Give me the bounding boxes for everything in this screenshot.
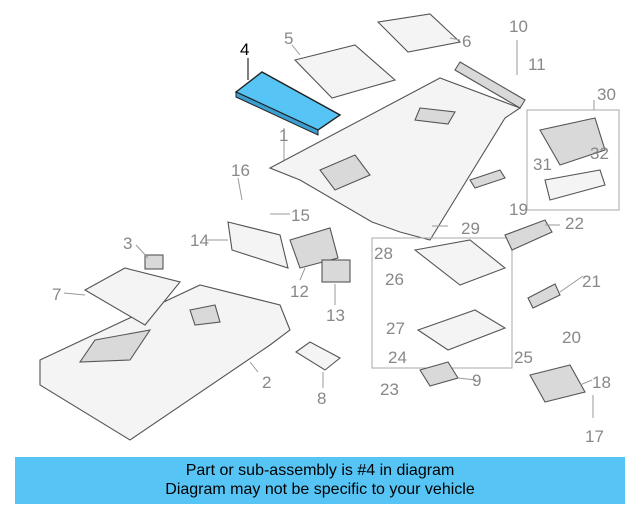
callout-22: 22	[565, 214, 584, 233]
part-13-box	[321, 259, 351, 283]
callout-1: 1	[279, 126, 288, 145]
part-31-tray	[544, 169, 606, 201]
callout-15: 15	[291, 206, 310, 225]
part-19-component	[469, 169, 506, 189]
callout-5: 5	[284, 29, 293, 48]
part-30-box	[526, 109, 620, 211]
callout-28: 28	[374, 244, 393, 263]
callout-labels: 4 5 6 10 11 1 30 31 32 16 15 19 29 22 14…	[52, 17, 616, 446]
part-22-component	[504, 219, 553, 251]
callout-19: 19	[509, 200, 528, 219]
callout-31: 31	[533, 155, 552, 174]
parts-diagram: 4 5 6 10 11 1 30 31 32 16 15 19 29 22 14…	[39, 13, 620, 446]
part-18-component	[529, 364, 586, 403]
callout-29: 29	[461, 219, 480, 238]
callout-17: 17	[585, 427, 604, 446]
callout-7: 7	[52, 285, 61, 304]
panel-part-5	[293, 44, 397, 99]
callout-23: 23	[380, 380, 399, 399]
part-9-lens	[419, 361, 459, 387]
callout-26: 26	[385, 270, 404, 289]
headliner-lower	[39, 284, 291, 441]
callout-18: 18	[592, 373, 611, 392]
callout-27: 27	[386, 319, 405, 338]
part-12-light	[289, 227, 339, 269]
part-31-component	[539, 117, 606, 166]
headliner-upper	[268, 77, 522, 241]
callout-16: 16	[231, 161, 250, 180]
callout-20: 20	[562, 328, 581, 347]
callout-21: 21	[582, 272, 601, 291]
leader-lines	[63, 37, 595, 418]
console-top	[413, 239, 507, 286]
part-21-component	[527, 283, 561, 309]
callout-9: 9	[472, 371, 481, 390]
info-banner: Part or sub-assembly is #4 in diagram Di…	[15, 457, 625, 504]
part-4-highlighted	[234, 71, 342, 136]
callout-11: 11	[528, 55, 546, 74]
console-part-25	[416, 309, 507, 351]
callout-3: 3	[123, 234, 132, 253]
callout-10: 10	[509, 17, 528, 36]
callout-8: 8	[317, 389, 326, 408]
part-10-bar	[454, 61, 526, 109]
callout-13: 13	[326, 306, 345, 325]
panel-part-6	[376, 13, 462, 53]
callout-6: 6	[462, 32, 471, 51]
callout-32: 32	[590, 144, 609, 163]
part-7-panel	[83, 267, 181, 326]
callout-14: 14	[190, 231, 209, 250]
callout-24: 24	[388, 348, 407, 367]
callout-4: 4	[240, 40, 249, 59]
callout-2: 2	[262, 373, 271, 392]
banner-line-1: Part or sub-assembly is #4 in diagram	[185, 462, 455, 479]
part-8-frame	[295, 341, 341, 371]
callout-25: 25	[514, 348, 533, 367]
callout-12: 12	[290, 282, 309, 301]
callout-30: 30	[597, 85, 616, 104]
part-14-visor	[227, 221, 289, 269]
banner-line-2: Diagram may not be specific to your vehi…	[165, 481, 475, 498]
part-3-clip	[144, 254, 164, 270]
